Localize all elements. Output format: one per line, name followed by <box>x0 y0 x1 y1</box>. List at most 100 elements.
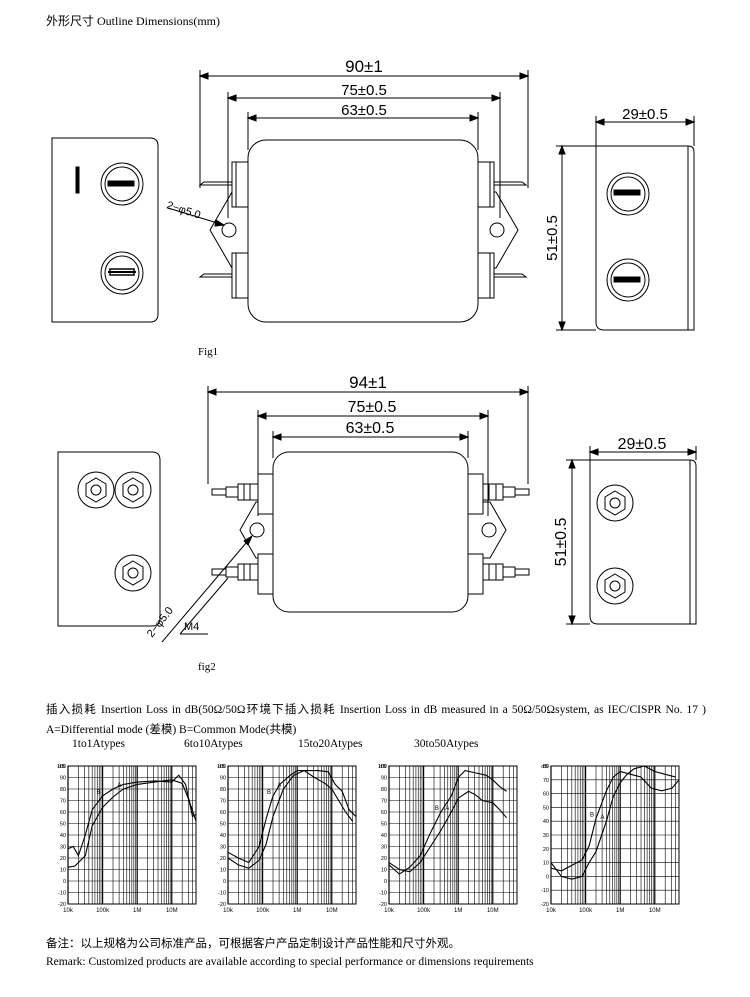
fig2-left-nut-1 <box>77 471 115 509</box>
fig1-dim-body: 63±0.5 <box>341 102 387 119</box>
remark-en: Remark: Customized products are availabl… <box>46 956 534 968</box>
y-tick-label: 40 <box>60 833 66 839</box>
x-tick-label: 10k <box>63 908 74 914</box>
y-tick-label: 0 <box>223 879 226 885</box>
y-tick-label: 30 <box>543 833 549 839</box>
fig1-label: Fig1 <box>198 346 219 358</box>
series-label-B: B <box>267 790 271 796</box>
y-tick-label: 70 <box>220 799 226 805</box>
y-tick-label: 100 <box>57 764 66 770</box>
x-tick-label: 100k <box>96 908 110 914</box>
series-line-B <box>388 769 507 875</box>
y-tick-label: 80 <box>381 787 387 793</box>
x-tick-label: 100k <box>579 908 593 914</box>
y-axis-label: dB <box>379 764 386 770</box>
y-tick-label: 80 <box>220 787 226 793</box>
series-label-A: A <box>600 815 604 821</box>
fig1-dim-height: 51±0.5 <box>544 215 561 261</box>
fig1-dim-overall: 90±1 <box>345 57 383 76</box>
series-line-A <box>227 769 353 869</box>
series-line-B <box>67 774 197 858</box>
series-line-A <box>388 790 508 873</box>
y-tick-label: -20 <box>541 902 549 908</box>
y-tick-label: 0 <box>384 879 387 885</box>
x-tick-label: 100k <box>417 908 431 914</box>
y-tick-label: 60 <box>543 792 549 798</box>
y-tick-label: 50 <box>543 805 549 811</box>
type-label-3: 15to20Atypes <box>298 738 363 750</box>
y-tick-label: 100 <box>378 764 387 770</box>
series-label-A: A <box>445 806 449 812</box>
y-tick-label: 30 <box>60 845 66 851</box>
type-label-4: 30to50Atypes <box>414 738 479 750</box>
y-tick-label: 60 <box>60 810 66 816</box>
y-tick-label: 40 <box>381 833 387 839</box>
fig2-label: fig2 <box>198 661 216 673</box>
y-tick-label: 20 <box>220 856 226 862</box>
y-tick-label: -10 <box>379 891 387 897</box>
x-tick-label: 10M <box>326 908 338 914</box>
fig2-drawing: 94±1 75±0.5 63±0.5 2−φ5.0 M4 29±0.5 51±0… <box>57 373 698 643</box>
y-tick-label: -10 <box>58 891 66 897</box>
y-tick-label: -20 <box>379 902 387 908</box>
series-line-B <box>550 770 680 872</box>
y-tick-label: 80 <box>60 787 66 793</box>
y-tick-label: 40 <box>543 819 549 825</box>
y-tick-label: 0 <box>546 874 549 880</box>
y-tick-label: 100 <box>217 764 226 770</box>
fig1-dim-hole: 2−φ5.0 <box>165 199 202 221</box>
y-tick-label: 90 <box>381 776 387 782</box>
series-line-A <box>550 765 676 880</box>
x-tick-label: 1M <box>133 908 141 914</box>
y-tick-label: 20 <box>381 856 387 862</box>
fig2-dim-height: 51±0.5 <box>553 517 570 566</box>
fig2-dim-mid: 75±0.5 <box>348 399 397 416</box>
fig2-dim-depth: 29±0.5 <box>618 436 667 453</box>
y-tick-label: 80 <box>543 764 549 770</box>
x-tick-label: 100k <box>256 908 270 914</box>
y-tick-label: 10 <box>381 868 387 874</box>
x-tick-label: 1M <box>454 908 462 914</box>
type-label-2: 6to10Atypes <box>184 738 243 750</box>
x-tick-label: 10M <box>649 908 661 914</box>
type-label-1: 1to1Atypes <box>72 738 126 750</box>
y-tick-label: 50 <box>60 822 66 828</box>
y-tick-label: 10 <box>543 861 549 867</box>
series-label-B: B <box>590 812 594 818</box>
series-label-B: B <box>435 806 439 812</box>
plot-frame <box>67 765 197 905</box>
x-tick-label: 10k <box>223 908 234 914</box>
insertion-loss-description: 插入损耗 Insertion Loss in dB(50Ω/50Ω环境下插入损耗… <box>46 704 706 736</box>
x-tick-label: 10M <box>166 908 178 914</box>
section-title: 外形尺寸 Outline Dimensions(mm) <box>46 14 220 28</box>
y-tick-label: 60 <box>220 810 226 816</box>
x-tick-label: 10M <box>487 908 499 914</box>
y-tick-label: 70 <box>60 799 66 805</box>
series-line-B <box>227 770 357 864</box>
y-tick-label: -10 <box>218 891 226 897</box>
y-tick-label: 90 <box>220 776 226 782</box>
y-tick-label: 50 <box>381 822 387 828</box>
y-tick-label: 0 <box>63 879 66 885</box>
y-tick-label: 20 <box>60 856 66 862</box>
fig1-dim-mid: 75±0.5 <box>341 82 387 99</box>
y-tick-label: 40 <box>220 833 226 839</box>
plot-frame <box>550 765 680 905</box>
y-axis-label: dB <box>541 764 548 770</box>
y-tick-label: 20 <box>543 847 549 853</box>
y-tick-label: -20 <box>218 902 226 908</box>
y-tick-label: 30 <box>381 845 387 851</box>
fig2-dim-body: 63±0.5 <box>346 420 395 437</box>
x-tick-label: 1M <box>293 908 301 914</box>
y-tick-label: 90 <box>60 776 66 782</box>
remark-cn: 备注：以上规格为公司标准产品，可根据客户产品定制设计产品性能和尺寸外观。 <box>46 938 460 950</box>
series-label-B: B <box>97 790 101 796</box>
y-tick-label: 50 <box>220 822 226 828</box>
y-tick-label: 10 <box>220 868 226 874</box>
y-tick-label: 70 <box>543 778 549 784</box>
fig2-dim-overall: 94±1 <box>349 373 387 392</box>
